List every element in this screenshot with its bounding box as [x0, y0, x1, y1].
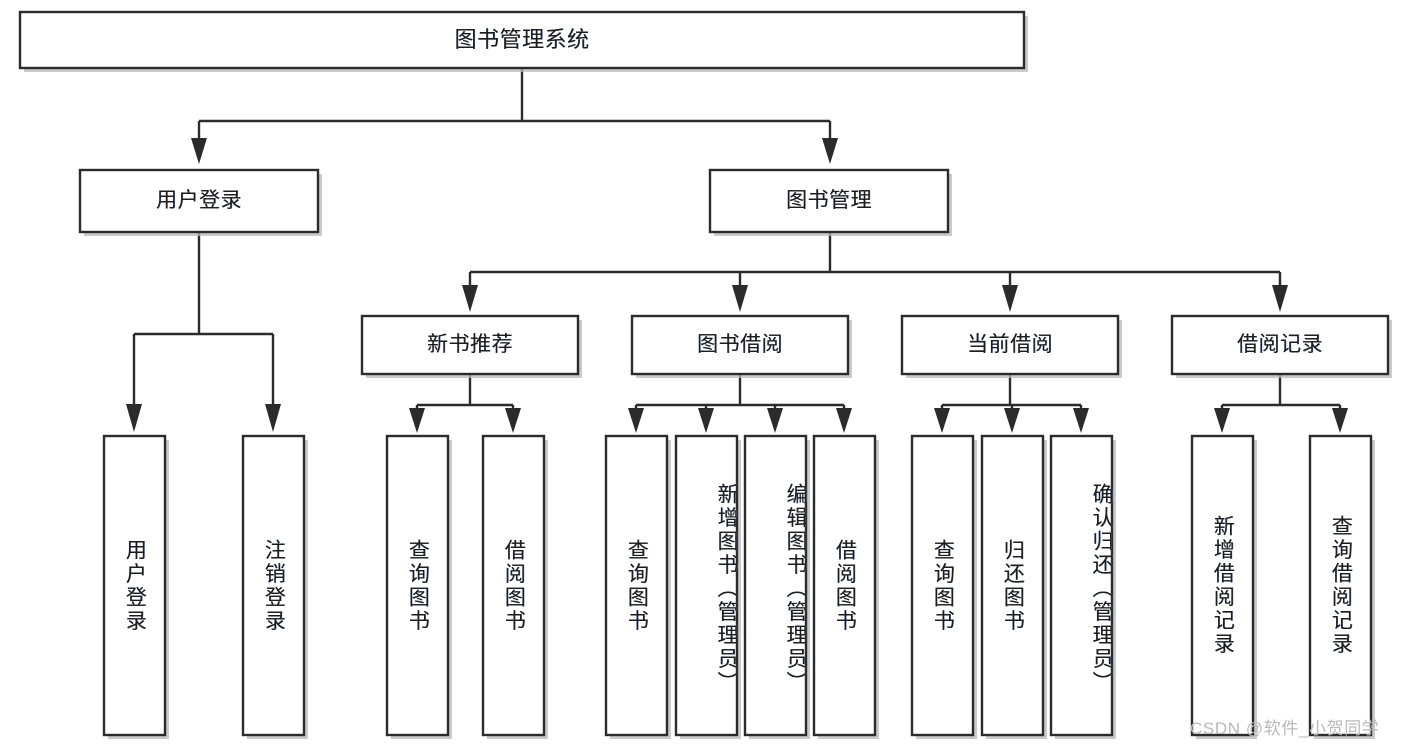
node-box-book-borrow[interactable]: [630, 314, 850, 376]
node-box-leaf-query-book-current[interactable]: [910, 434, 975, 737]
arrow-to-leaf-confirm-return-admin: [1073, 408, 1089, 433]
node-box-leaf-query-book-rec[interactable]: [385, 434, 450, 737]
arrow-to-leaf-borrow-book-rec: [505, 408, 521, 433]
node-box-leaf-query-borrow-record[interactable]: [1308, 434, 1373, 737]
node-box-current-borrow[interactable]: [900, 314, 1120, 376]
arrow-to-book-management: [822, 138, 838, 164]
node-box-leaf-borrow-book[interactable]: [812, 434, 877, 737]
arrow-to-leaf-logout-login: [265, 404, 281, 432]
node-box-user-login[interactable]: [78, 168, 320, 234]
node-box-root[interactable]: [18, 10, 1026, 70]
node-box-leaf-user-login[interactable]: [102, 434, 167, 737]
node-box-leaf-logout-login[interactable]: [241, 434, 306, 737]
csdn-watermark: CSDN @软件_小贺同学: [1190, 719, 1380, 738]
arrow-to-leaf-query-book-rec: [409, 408, 425, 433]
node-box-borrow-record[interactable]: [1170, 314, 1390, 376]
arrow-to-leaf-user-login: [126, 404, 142, 432]
node-box-book-management[interactable]: [708, 168, 950, 234]
arrow-to-leaf-query-book-current: [934, 408, 950, 433]
arrow-to-leaf-query-borrow-record: [1332, 408, 1348, 433]
node-box-leaf-add-borrow-record[interactable]: [1190, 434, 1255, 737]
node-box-leaf-edit-book-admin[interactable]: [743, 434, 808, 737]
arrow-to-leaf-edit-book-admin: [767, 408, 783, 433]
arrow-to-leaf-borrow-book: [836, 408, 852, 433]
arrow-to-leaf-add-borrow-record: [1214, 408, 1230, 433]
arrow-to-book-borrow: [732, 285, 748, 312]
node-box-leaf-return-book[interactable]: [980, 434, 1045, 737]
connector-layer: [126, 68, 1348, 433]
arrow-to-new-book-recommend: [462, 285, 478, 312]
node-box-leaf-add-book-admin[interactable]: [674, 434, 739, 737]
arrow-to-leaf-query-book-borrow: [628, 408, 644, 433]
arrow-to-leaf-return-book: [1004, 408, 1020, 433]
node-box-leaf-query-book-borrow[interactable]: [604, 434, 669, 737]
node-box-leaf-borrow-book-rec[interactable]: [481, 434, 546, 737]
arrow-to-leaf-add-book-admin: [698, 408, 714, 433]
node-box-leaf-confirm-return-admin[interactable]: [1049, 434, 1114, 737]
arrow-to-current-borrow: [1002, 285, 1018, 312]
node-box-new-book-recommend[interactable]: [360, 314, 580, 376]
node-layer: [18, 10, 1392, 739]
arrow-to-borrow-record: [1272, 285, 1288, 312]
arrow-to-user-login: [191, 138, 207, 164]
